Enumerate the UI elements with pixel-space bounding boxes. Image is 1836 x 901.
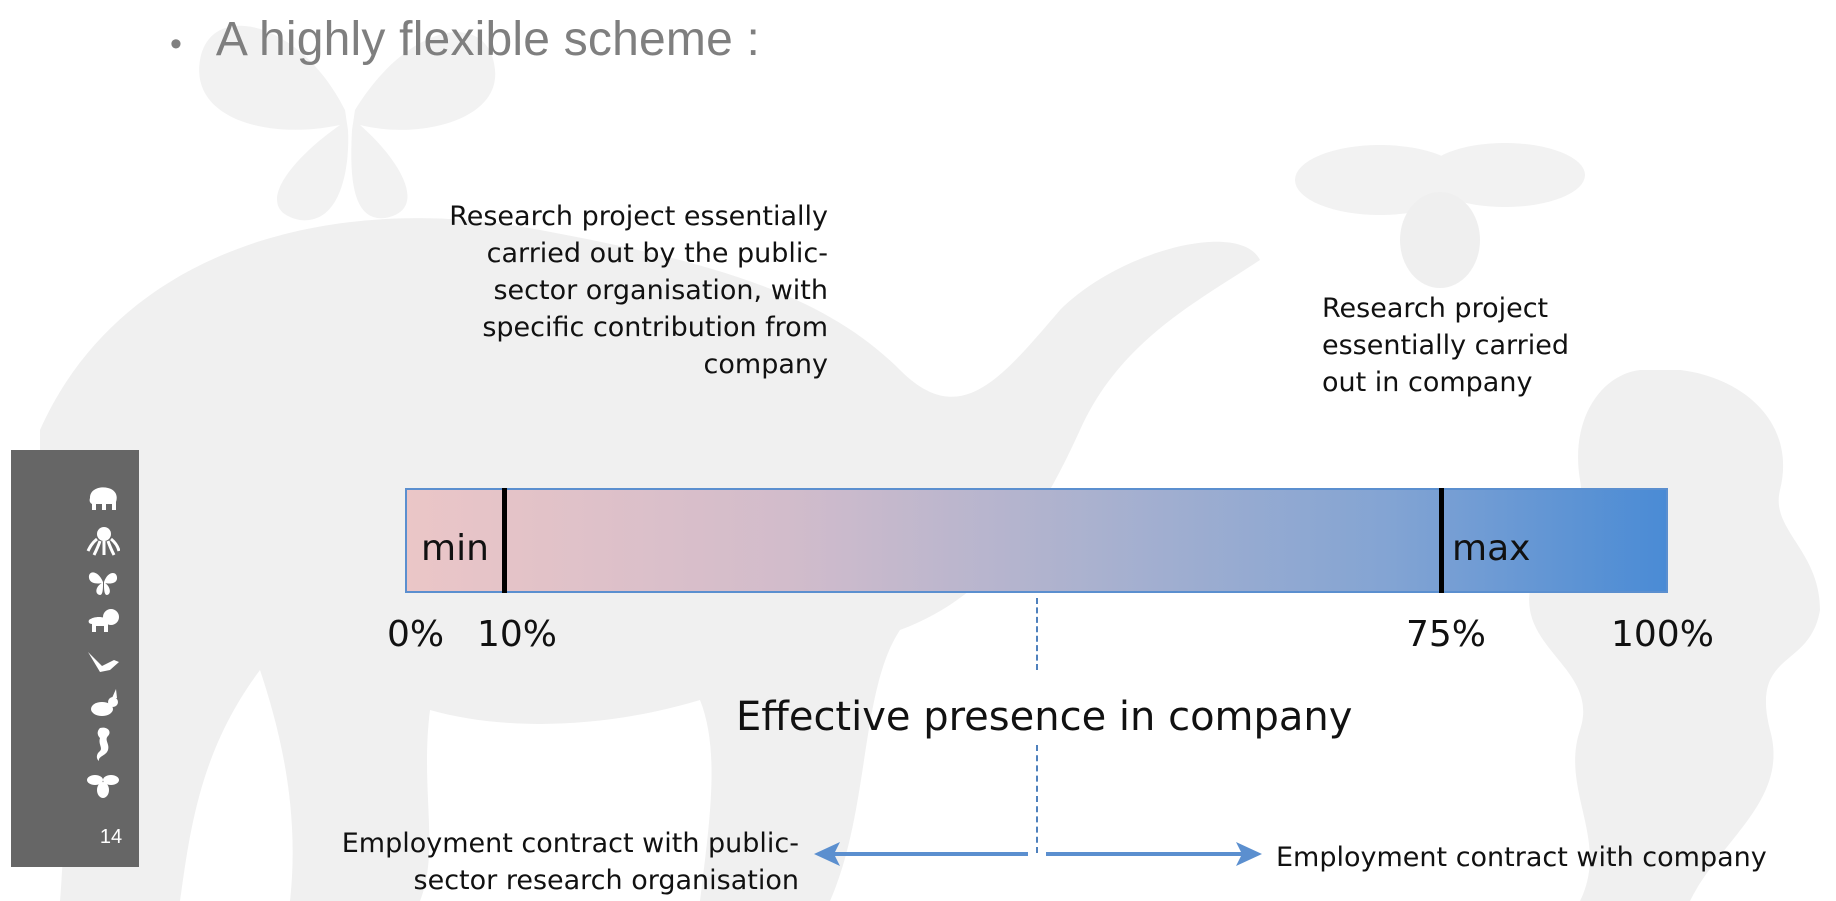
annotation-line: out in company xyxy=(1322,367,1533,398)
left-arrow-icon xyxy=(812,838,1032,870)
dashed-connector-bottom xyxy=(1036,745,1038,853)
axis-title: Effective presence in company xyxy=(736,694,1353,740)
tick-0-percent: 0% xyxy=(387,614,445,655)
annotation-public-sector: Research project essentially carried out… xyxy=(360,198,828,383)
bee-icon xyxy=(86,772,120,802)
annotation-line: sector organisation, with xyxy=(493,275,828,306)
presence-scale-bar: min max xyxy=(405,488,1668,593)
bird-icon xyxy=(86,648,120,678)
right-arrow-icon xyxy=(1044,838,1264,870)
dashed-connector-top xyxy=(1036,598,1038,670)
rabbit-icon xyxy=(86,688,120,718)
min-marker xyxy=(502,488,507,593)
background-silhouette-bee xyxy=(1290,130,1590,290)
seahorse-icon xyxy=(86,726,120,761)
tick-100-percent: 100% xyxy=(1611,614,1714,655)
min-label: min xyxy=(421,528,489,569)
butterfly-icon xyxy=(86,568,120,598)
annotation-company: Research project essentially carried out… xyxy=(1322,290,1642,401)
elephant-icon xyxy=(86,484,120,514)
bullet-marker: • xyxy=(170,25,182,63)
contract-line: Employment contract with public- xyxy=(341,828,799,859)
title-text: A highly flexible scheme : xyxy=(215,13,761,66)
annotation-line: essentially carried xyxy=(1322,330,1570,361)
max-marker xyxy=(1439,488,1444,593)
annotation-line: Research project xyxy=(1322,293,1549,324)
background-silhouette-butterfly xyxy=(180,0,510,230)
tick-10-percent: 10% xyxy=(477,614,558,655)
annotation-line: specific contribution from xyxy=(482,312,828,343)
annotation-line: carried out by the public- xyxy=(486,238,828,269)
page-number: 14 xyxy=(99,826,123,848)
contract-line: sector research organisation xyxy=(413,865,799,896)
slide-title: • A highly flexible scheme : xyxy=(170,12,760,67)
contract-company: Employment contract with company xyxy=(1276,842,1767,873)
max-label: max xyxy=(1452,528,1531,569)
annotation-line: Research project essentially xyxy=(449,201,828,232)
annotation-line: company xyxy=(703,349,828,380)
contract-public-sector: Employment contract with public- sector … xyxy=(276,825,799,899)
tick-75-percent: 75% xyxy=(1406,614,1487,655)
side-panel: 14 xyxy=(11,450,139,867)
octopus-icon xyxy=(86,525,120,556)
lion-icon xyxy=(86,608,120,638)
